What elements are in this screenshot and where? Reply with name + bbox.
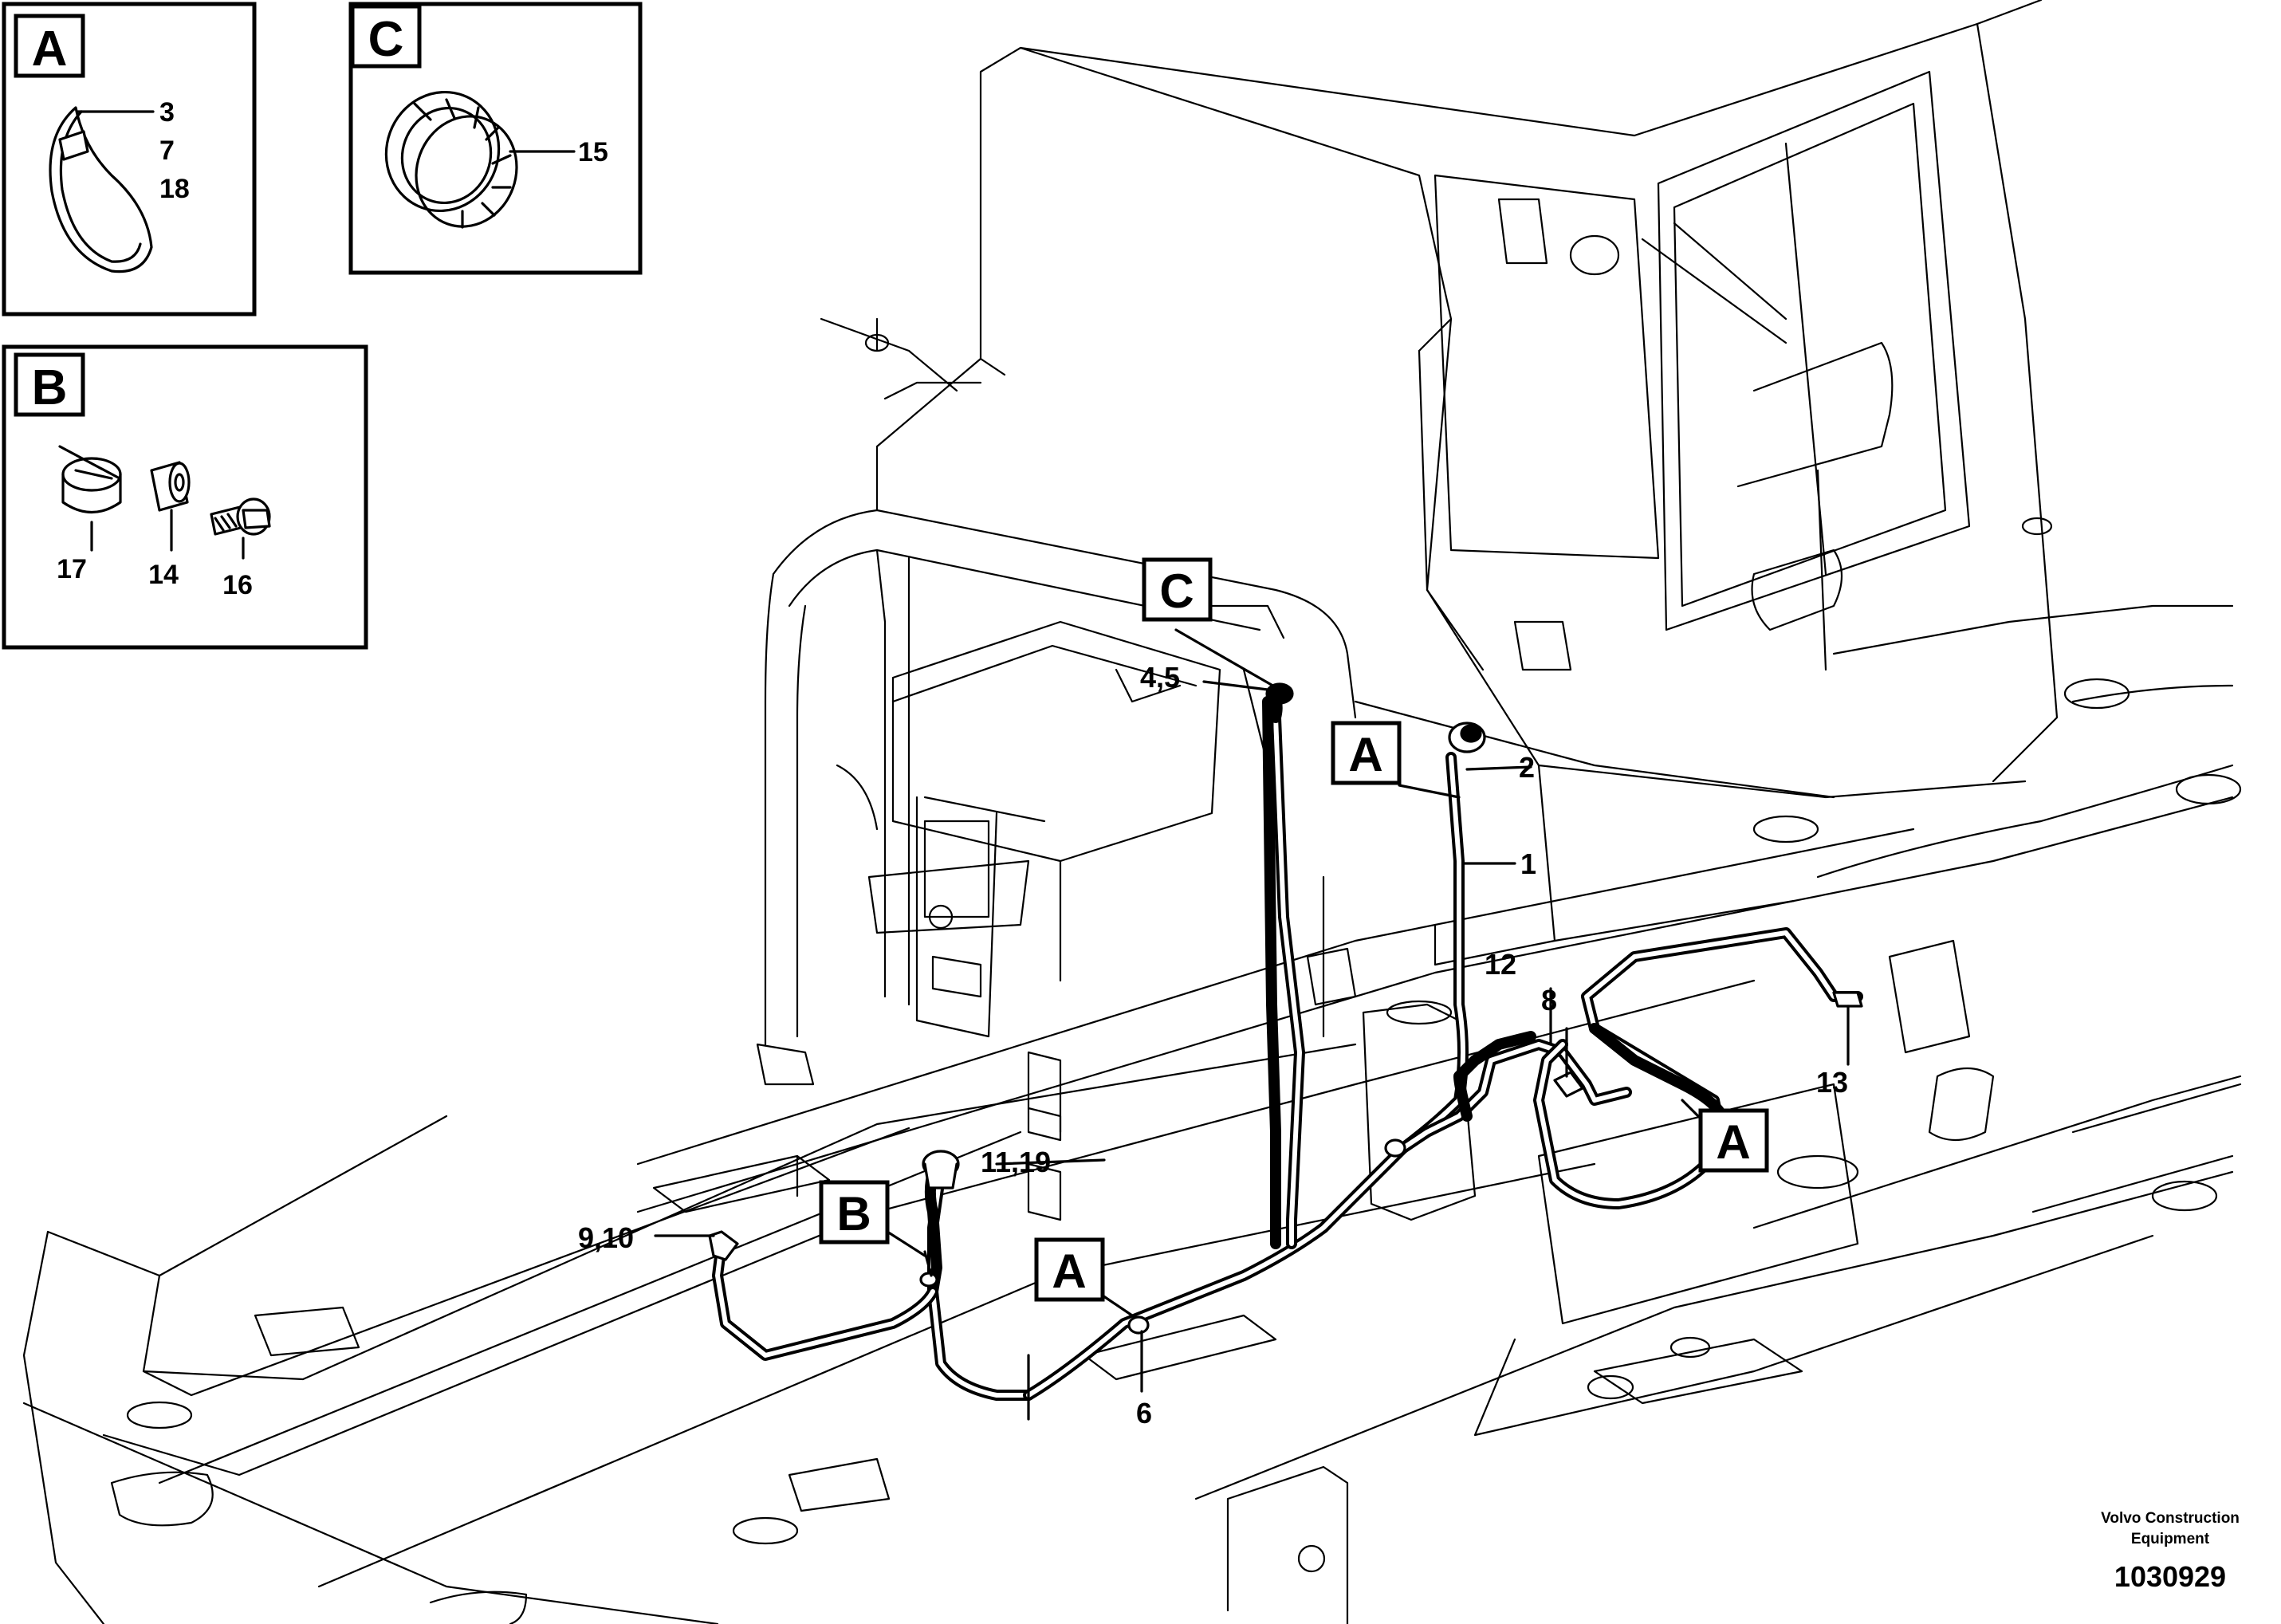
svg-text:C: C — [1159, 564, 1194, 618]
wiring-harness — [712, 688, 1863, 1421]
svg-text:A: A — [1348, 728, 1382, 781]
label-1: 1 — [1520, 847, 1536, 880]
detail-box-a-letter: A — [32, 22, 68, 77]
label-6: 6 — [1136, 1397, 1152, 1429]
detail-box-b: B 17 14 16 — [2, 344, 368, 650]
grommet-ring-icon — [384, 90, 576, 229]
detail-c-part-15: 15 — [578, 137, 608, 167]
detail-box-c-letter: C — [368, 12, 404, 67]
drawing-number: 1030929 — [2114, 1560, 2226, 1593]
callout-box-c: C — [1142, 557, 1213, 622]
label-2: 2 — [1519, 751, 1535, 784]
detail-b-part-14: 14 — [148, 560, 179, 590]
detail-b-part-17: 17 — [57, 554, 87, 584]
label-8: 8 — [1541, 984, 1557, 1016]
detail-a-part-7: 7 — [159, 136, 175, 166]
svg-text:B: B — [836, 1187, 871, 1241]
detail-box-c: C 15 — [348, 2, 643, 275]
callout-box-b: B — [819, 1180, 926, 1257]
detail-box-b-letter: B — [32, 360, 68, 415]
callout-box-a-lower: A — [1034, 1237, 1134, 1317]
detail-a-part-3: 3 — [159, 97, 175, 128]
footer-block: Volvo Construction Equipment 1030929 — [2101, 1510, 2240, 1593]
detail-a-part-18: 18 — [159, 174, 190, 204]
label-11-19: 11,19 — [981, 1146, 1051, 1178]
cable-tie-icon — [49, 106, 155, 273]
clamp-bushing-screw-icon — [58, 445, 271, 560]
label-12: 12 — [1485, 948, 1516, 981]
rops-structure-art — [756, 0, 2059, 1221]
leader-lines — [654, 628, 1850, 1393]
company-line-1: Volvo Construction — [2101, 1510, 2240, 1527]
connector-parts — [708, 682, 1863, 1335]
label-9-10: 9,10 — [578, 1221, 634, 1254]
detail-box-a: A 3 7 18 — [2, 2, 257, 317]
callout-box-a-upper: A — [1331, 721, 1402, 785]
label-13: 13 — [1816, 1066, 1848, 1099]
detail-b-part-16: 16 — [222, 570, 253, 600]
machine-frame-art — [22, 604, 2242, 1624]
callout-box-a-right: A — [1698, 1108, 1769, 1173]
company-line-2: Equipment — [2131, 1531, 2210, 1547]
label-4-5: 4,5 — [1140, 661, 1180, 694]
svg-text:A: A — [1052, 1245, 1086, 1298]
part-number-labels: 4,5 2 1 12 8 13 11,19 9,10 6 — [578, 661, 1848, 1429]
svg-text:A: A — [1716, 1115, 1750, 1169]
